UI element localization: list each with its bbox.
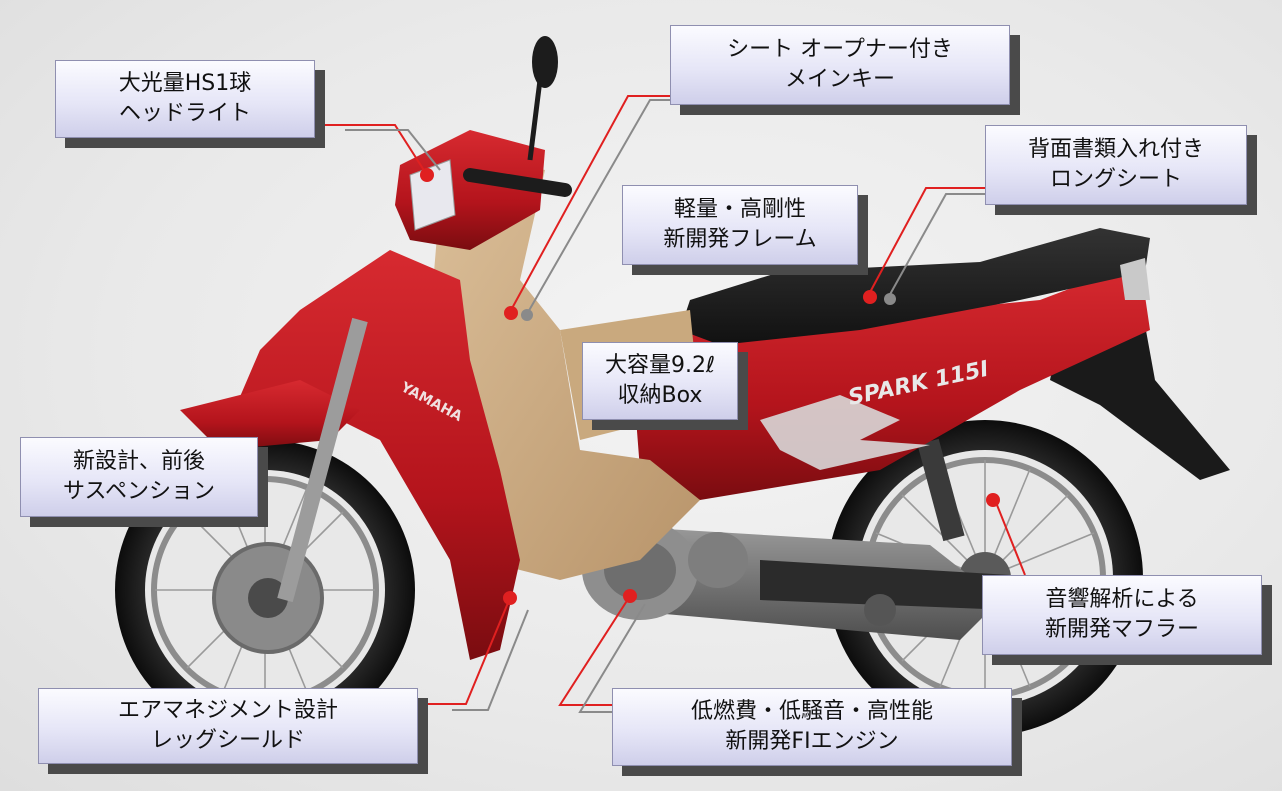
callout-headlight-line1: 大光量HS1球	[118, 71, 252, 96]
callout-long-seat-line2: ロングシート	[1049, 167, 1182, 192]
dot-seat-opener	[504, 306, 518, 320]
callout-storage-box-line1: 大容量9.2ℓ	[604, 353, 716, 378]
callout-seat-opener-line2: メインキー	[784, 67, 895, 92]
callout-frame-line1: 軽量・高剛性	[673, 197, 806, 222]
callout-frame: 軽量・高剛性 新開発フレーム	[622, 185, 858, 265]
callout-storage-box: 大容量9.2ℓ 収納Box	[582, 342, 738, 420]
dot-leg-shield	[503, 591, 517, 605]
callout-long-seat: 背面書類入れ付き ロングシート	[985, 125, 1247, 205]
muffler	[760, 560, 1010, 610]
rear-cowl	[630, 262, 1150, 500]
callout-suspension-line1: 新設計、前後	[72, 449, 205, 474]
callout-long-seat-line1: 背面書類入れ付き	[1027, 137, 1204, 162]
leader-engine-gray	[578, 603, 646, 713]
callout-engine: 低燃費・低騒音・高性能 新開発FIエンジン	[612, 688, 1012, 766]
callout-frame-line2: 新開発フレーム	[663, 227, 817, 252]
leader-lines	[322, 95, 1026, 713]
callout-leg-shield: エアマネジメント設計 レッグシールド	[38, 688, 418, 764]
callout-muffler-line2: 新開発マフラー	[1044, 617, 1199, 642]
callout-muffler-line1: 音響解析による	[1045, 587, 1199, 612]
mirror	[532, 36, 558, 88]
callout-engine-line1: 低燃費・低騒音・高性能	[690, 699, 933, 724]
callout-leg-shield-line1: エアマネジメント設計	[117, 698, 338, 723]
dot-long-seat	[863, 290, 877, 304]
leader-muffler	[994, 499, 1026, 576]
leader-headlight	[322, 124, 428, 176]
callout-leg-shield-line2: レッグシールド	[150, 728, 305, 753]
seat	[680, 228, 1150, 345]
callout-muffler: 音響解析による 新開発マフラー	[982, 575, 1262, 655]
dot-seat-opener-gray	[521, 309, 533, 321]
leader-leg-shield-gray	[452, 609, 529, 711]
callout-engine-line2: 新開発FIエンジン	[725, 729, 899, 754]
leader-seat-opener-gray	[526, 99, 672, 315]
decal-graphic	[760, 395, 930, 470]
rear-shock	[917, 438, 965, 542]
dot-headlight	[420, 168, 434, 182]
front-fork	[277, 317, 368, 603]
leader-leg-shield	[420, 597, 511, 705]
leader-long-seat-gray	[887, 193, 988, 299]
leader-long-seat	[867, 187, 988, 297]
dot-engine	[623, 589, 637, 603]
callout-headlight: 大光量HS1球 ヘッドライト	[55, 60, 315, 138]
callout-storage-box-line2: 収納Box	[617, 383, 703, 408]
callout-suspension: 新設計、前後 サスペンション	[20, 437, 258, 517]
rear-fender	[1050, 325, 1230, 480]
dot-muffler	[986, 493, 1000, 507]
callout-suspension-line2: サスペンション	[62, 479, 216, 504]
mirror-stem	[527, 79, 543, 161]
callout-headlight-line2: ヘッドライト	[118, 101, 251, 126]
front-body	[230, 250, 520, 660]
callout-seat-opener-line1: シート オープナー付き	[727, 37, 953, 62]
dot-long-seat-gray	[884, 293, 896, 305]
front-fender	[180, 380, 360, 450]
handlebar	[463, 168, 572, 197]
leader-seat-opener	[509, 95, 672, 313]
leader-headlight-gray	[345, 129, 441, 171]
leader-engine	[558, 595, 631, 706]
callout-seat-opener: シート オープナー付き メインキー	[670, 25, 1010, 105]
tail-light	[1120, 258, 1150, 300]
leader-dots	[420, 168, 1000, 605]
